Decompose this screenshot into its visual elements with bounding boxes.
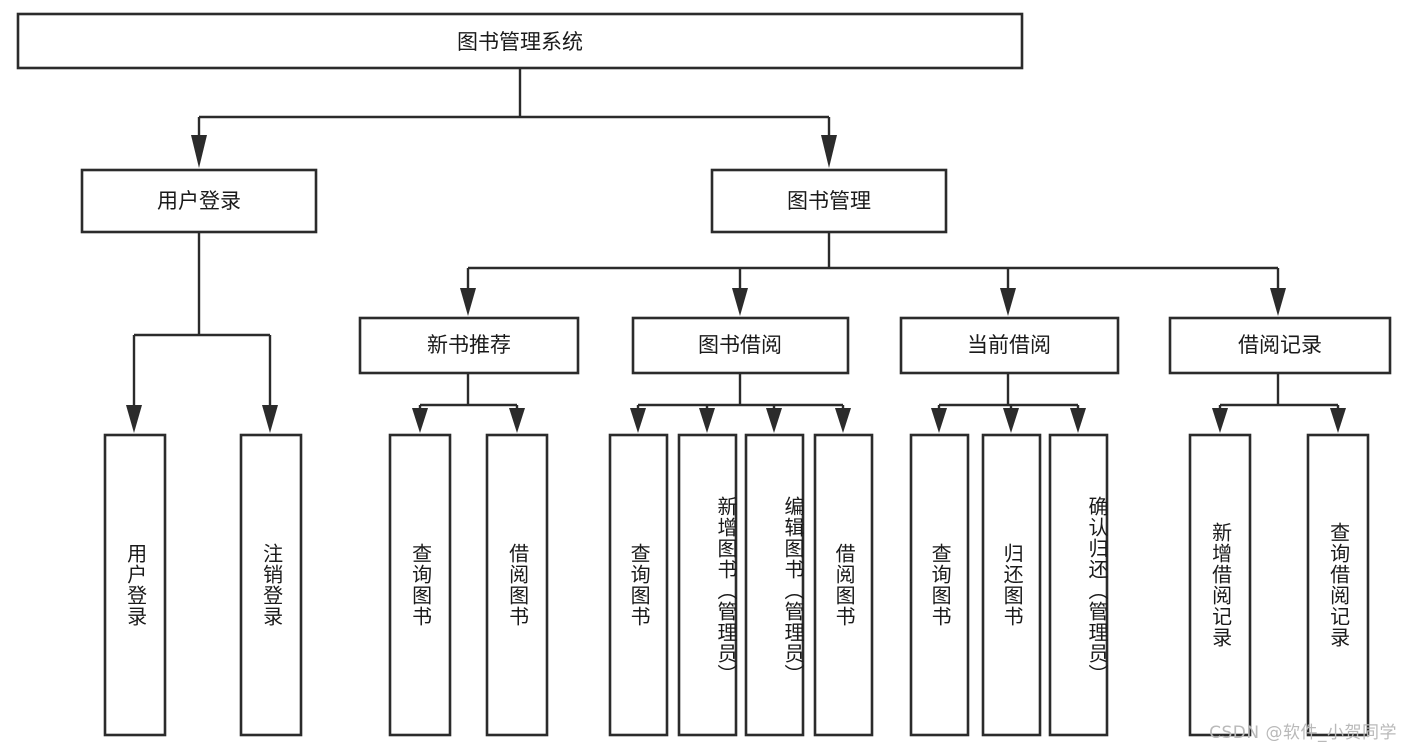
node-book-borrow-box[interactable] (631, 316, 850, 375)
arrow-head-currentborrow-leaf-3 (1070, 408, 1086, 433)
csdn-watermark: CSDN @软件_小贺同学 (1209, 723, 1397, 743)
arrow-head-book-mgmt (821, 135, 837, 168)
node-current-borrow-label: 当前借阅 (967, 333, 1051, 357)
node-root[interactable]: 图书管理系统 (16, 12, 1024, 70)
connector-layer (126, 68, 1346, 433)
leaf-box-add-book[interactable] (677, 433, 738, 737)
node-new-book-recommend-label: 新书推荐 (427, 333, 511, 357)
arrow-head-user-login (191, 135, 207, 168)
node-user-login[interactable]: 用户登录 (80, 168, 318, 234)
arrow-head-bookborrow-leaf-4 (835, 408, 851, 433)
leaf-box-query-book-a[interactable] (388, 433, 452, 737)
arrow-head-leaf-user-login (126, 405, 142, 433)
leaf-box-borrow-book-b[interactable] (813, 433, 874, 737)
arrow-head-currentborrow-leaf-2 (1003, 408, 1019, 433)
node-new-book-recommend[interactable]: 新书推荐 (358, 316, 580, 375)
node-book-management-label: 图书管理 (787, 189, 871, 213)
leaf-box-user-login[interactable] (103, 433, 167, 737)
leaf-box-return-book[interactable] (981, 433, 1042, 737)
node-current-borrow[interactable]: 当前借阅 (899, 316, 1120, 375)
leaf-box-borrow-book-a[interactable] (485, 433, 549, 737)
node-book-management[interactable]: 图书管理 (710, 168, 948, 234)
arrow-head-leaf-logout (262, 405, 278, 433)
leaf-box-query-record[interactable] (1306, 433, 1370, 737)
node-user-login-label: 用户登录 (157, 189, 241, 213)
arrow-head-currentborrow-leaf-1 (931, 408, 947, 433)
node-book-management-box[interactable] (710, 168, 948, 234)
leaf-box-query-book-c[interactable] (909, 433, 970, 737)
leaf-box-confirm-return[interactable] (1048, 433, 1109, 737)
leaf-box-edit-book[interactable] (744, 433, 805, 737)
node-borrow-record-label: 借阅记录 (1238, 333, 1322, 357)
arrow-head-newbook-leaf-2 (509, 408, 525, 433)
arrow-head-borrowrecord-leaf-1 (1212, 408, 1228, 433)
node-root-label: 图书管理系统 (457, 30, 583, 54)
arrow-head-bookborrow-leaf-2 (699, 408, 715, 433)
leaf-box-add-record[interactable] (1188, 433, 1252, 737)
arrow-head-borrow-record (1270, 288, 1286, 316)
arrow-head-newbook-leaf-1 (412, 408, 428, 433)
node-borrow-record-box[interactable] (1168, 316, 1392, 375)
arrow-head-new-book-rec (460, 288, 476, 316)
arrow-head-book-borrow (732, 288, 748, 316)
arrow-head-current-borrow (1000, 288, 1016, 316)
node-user-login-box[interactable] (80, 168, 318, 234)
node-layer: 图书管理系统 用户登录 图书管理 新书推荐 图书借阅 当前 (16, 12, 1392, 737)
arrow-head-borrowrecord-leaf-2 (1330, 408, 1346, 433)
node-book-borrow[interactable]: 图书借阅 (631, 316, 850, 375)
node-root-box[interactable] (16, 12, 1024, 70)
node-new-book-recommend-box[interactable] (358, 316, 580, 375)
arrow-head-bookborrow-leaf-3 (766, 408, 782, 433)
leaf-box-logout[interactable] (239, 433, 303, 737)
leaf-box-query-book-b[interactable] (608, 433, 669, 737)
node-book-borrow-label: 图书借阅 (698, 333, 782, 357)
node-borrow-record[interactable]: 借阅记录 (1168, 316, 1392, 375)
arrow-head-bookborrow-leaf-1 (630, 408, 646, 433)
node-current-borrow-box[interactable] (899, 316, 1120, 375)
